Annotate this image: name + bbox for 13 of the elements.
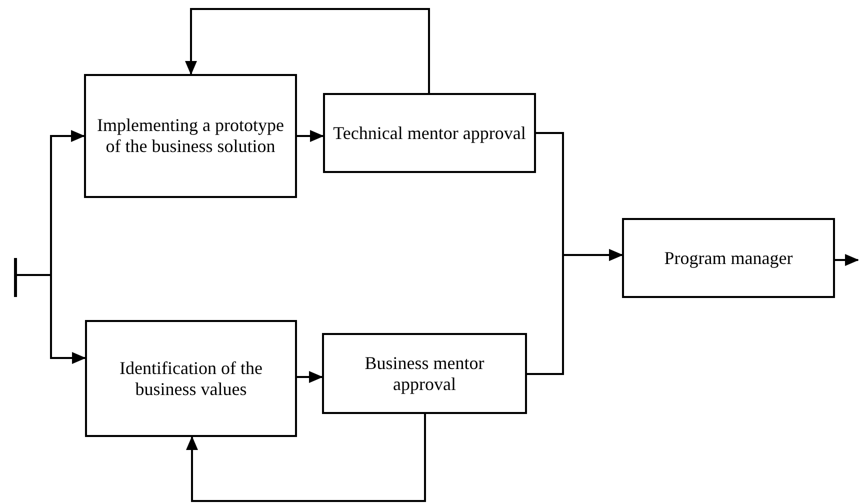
process-box: Program manager xyxy=(622,218,835,298)
arrow xyxy=(186,414,426,502)
arrow xyxy=(527,249,623,375)
process-box: Identification of the business values xyxy=(85,320,297,437)
process-box: Implementing a prototype of the business solution xyxy=(84,74,297,198)
arrow xyxy=(297,130,324,142)
process-box: Technical mentor approval xyxy=(323,93,536,173)
arrow xyxy=(185,8,430,93)
arrow xyxy=(17,274,86,364)
process-box: Business mentor approval xyxy=(322,333,527,414)
arrow xyxy=(835,254,859,266)
start-bar xyxy=(14,258,17,297)
arrow xyxy=(297,371,323,383)
